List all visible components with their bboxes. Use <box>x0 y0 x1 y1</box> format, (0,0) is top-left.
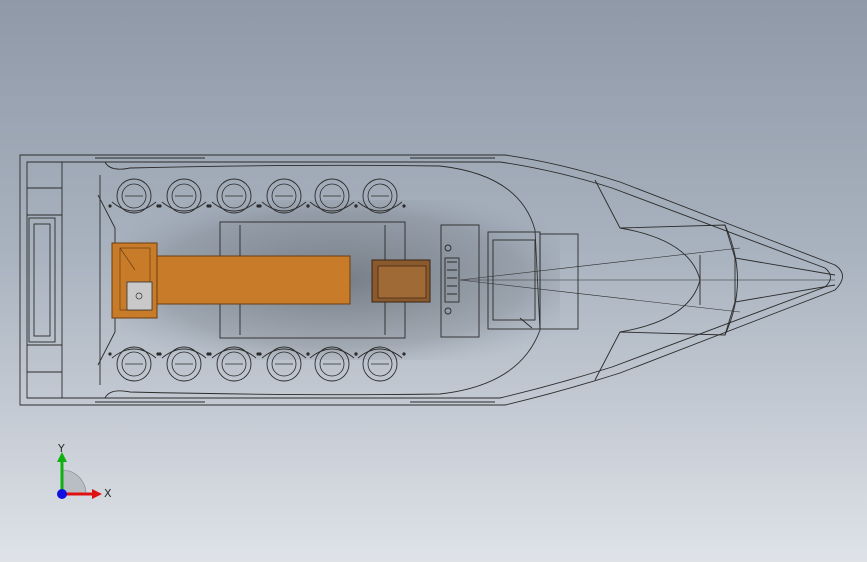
seat[interactable] <box>108 346 160 382</box>
z-axis-dot <box>57 489 67 499</box>
y-axis-label: Y <box>58 442 65 455</box>
seat[interactable] <box>158 178 210 214</box>
seat[interactable] <box>108 178 160 214</box>
seat[interactable] <box>208 346 260 382</box>
y-axis-arrowhead <box>57 452 67 462</box>
seat[interactable] <box>354 178 406 214</box>
hull <box>19 154 843 406</box>
helm-console[interactable] <box>440 224 579 338</box>
cabinet-box[interactable] <box>371 259 431 303</box>
x-axis-label: X <box>104 487 112 500</box>
seat[interactable] <box>208 178 260 214</box>
dining-table[interactable] <box>111 242 351 319</box>
seat[interactable] <box>158 346 210 382</box>
axis-triad[interactable] <box>40 436 130 516</box>
passenger-seats <box>108 178 406 382</box>
x-axis-arrowhead <box>92 489 102 499</box>
seat[interactable] <box>258 346 310 382</box>
seat[interactable] <box>354 346 406 382</box>
seat[interactable] <box>258 178 310 214</box>
